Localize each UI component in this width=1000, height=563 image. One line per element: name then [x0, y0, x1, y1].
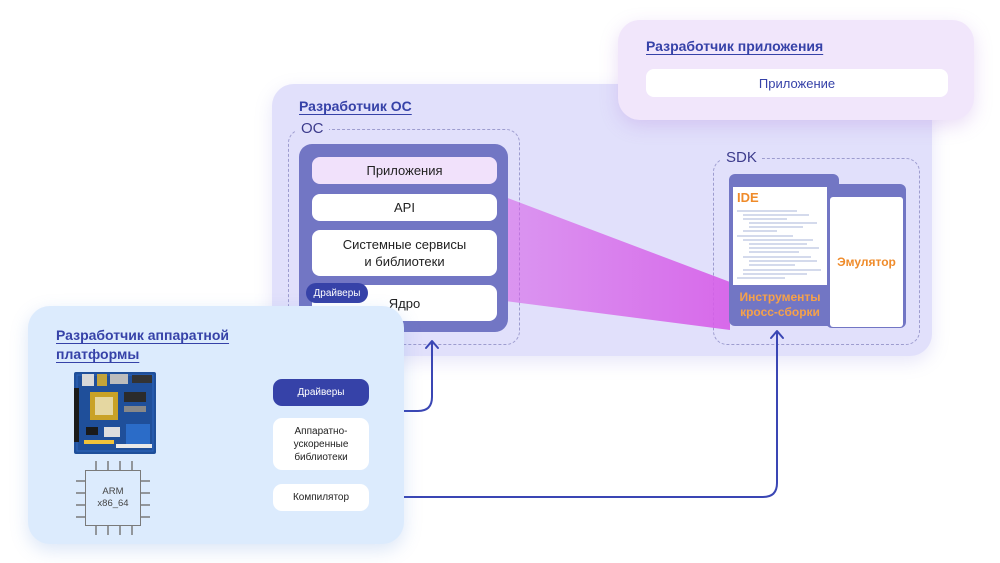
app-box: Приложение [646, 69, 948, 97]
ide-window: IDE [733, 187, 827, 285]
ide-label: IDE [737, 190, 759, 205]
ide-code-preview [737, 210, 821, 279]
compiler-box: Компилятор [273, 484, 369, 511]
api-to-cross-tools-beam [497, 194, 730, 330]
sdk-dashed-frame [713, 158, 920, 345]
drivers-to-kernel-arrow [370, 342, 433, 412]
layer-api: API [312, 194, 497, 221]
sdk-label: SDK [721, 150, 762, 166]
layer-applications: Приложения [312, 157, 497, 184]
emulator-screen: Эмулятор [830, 197, 903, 327]
hardware-developer-title: Разработчик аппаратной платформы [56, 326, 229, 364]
os-developer-title: Разработчик ОС [299, 98, 412, 114]
kernel-drivers-tag: Драйверы [306, 283, 368, 303]
app-developer-title: Разработчик приложения [646, 38, 824, 54]
compiler-to-cross-tools-arrow [370, 332, 778, 498]
cross-build-tools-line2: кросс-сборки [740, 305, 820, 319]
hardware-title-line2: платформы [56, 346, 140, 362]
circuit-board-image [74, 372, 156, 454]
drivers-box: Драйверы [273, 379, 369, 406]
chip-arch-line2: x86_64 [97, 498, 129, 509]
os-label: ОС [296, 121, 329, 137]
system-services-line2: и библиотеки [364, 254, 445, 269]
cross-build-tools-label: Инструменты кросс-сборки [733, 290, 827, 320]
chip-arch-line1: ARM [102, 486, 124, 497]
cross-build-tools-line1: Инструменты [739, 290, 821, 304]
hardware-title-line1: Разработчик аппаратной [56, 327, 230, 343]
accel-line3: библиотеки [294, 451, 348, 463]
chip-pins [76, 461, 150, 535]
accel-line1: Аппаратно- [294, 425, 348, 437]
cpu-chip: ARM x86_64 [85, 470, 141, 526]
layer-system-services: Системные сервисы и библиотеки [312, 230, 497, 276]
accel-line2: ускоренные [293, 438, 349, 450]
accelerated-libraries-box: Аппаратно- ускоренные библиотеки [273, 418, 369, 470]
system-services-line1: Системные сервисы [342, 237, 467, 252]
emulator-label: Эмулятор [837, 255, 896, 269]
